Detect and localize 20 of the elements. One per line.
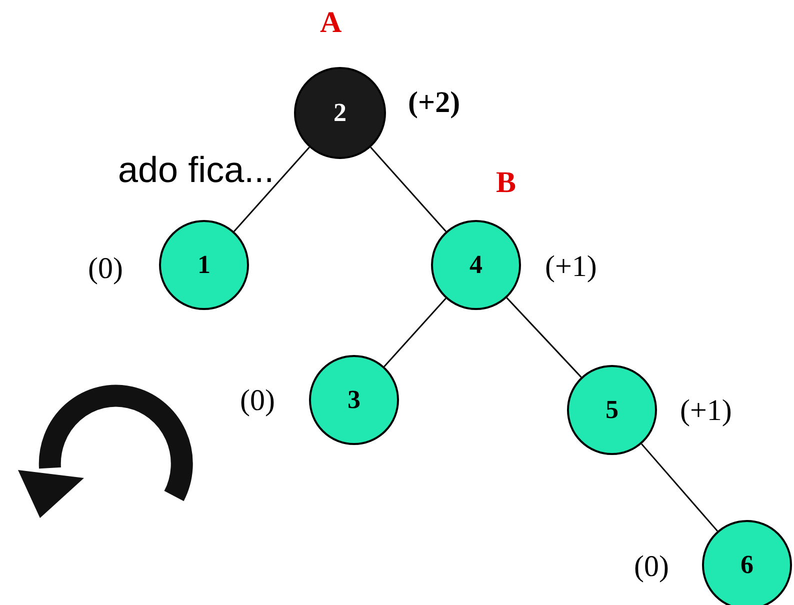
node-letter: B	[496, 168, 516, 198]
balance-factor: (0)	[240, 386, 275, 416]
node-value: 4	[470, 250, 482, 280]
balance-factor: (0)	[88, 254, 123, 284]
node-value: 2	[334, 98, 346, 128]
node-value: 1	[198, 250, 210, 280]
connector-line	[506, 297, 582, 378]
connector-line	[370, 146, 447, 232]
balance-factor: (0)	[634, 552, 669, 582]
balance-factor: (+1)	[680, 396, 732, 426]
connector-line	[233, 146, 310, 232]
balance-factor: (+1)	[545, 252, 597, 282]
node-value: 5	[606, 395, 618, 425]
balance-factor: (+2)	[408, 88, 460, 118]
node-value: 6	[740, 550, 754, 580]
connector-line	[641, 443, 718, 532]
node-letter: A	[320, 8, 342, 38]
node-value: 3	[348, 385, 360, 415]
connector-line	[384, 298, 446, 368]
caption-text: ado fica...	[118, 152, 274, 188]
